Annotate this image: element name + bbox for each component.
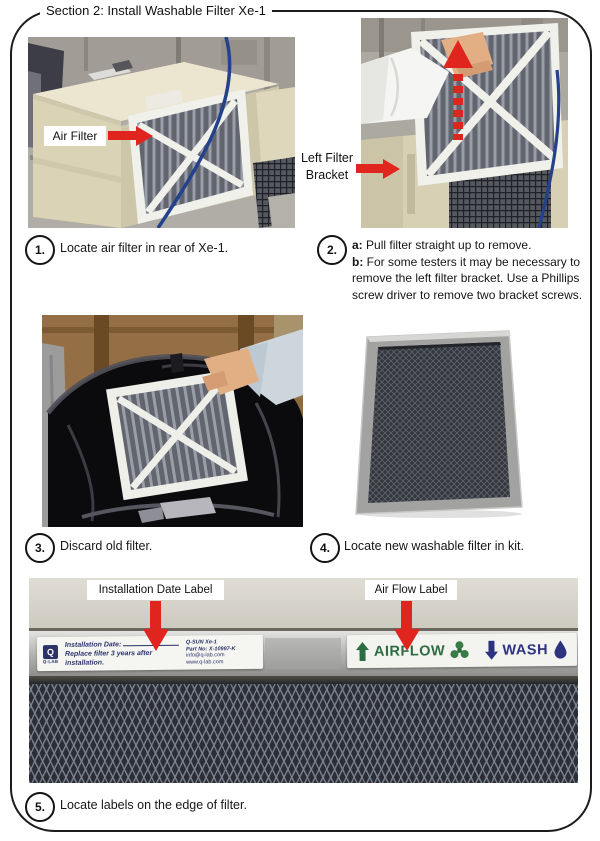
installation-date-callout: Installation Date Label (87, 580, 224, 600)
step-2-badge: 2. (317, 235, 347, 265)
photo-locate-filter (28, 37, 295, 228)
photo-pull-filter (361, 18, 568, 228)
water-drop-icon (554, 640, 567, 659)
new-filter-graphic (355, 330, 523, 515)
step-1-badge: 1. (25, 235, 55, 265)
step-4-badge: 4. (310, 533, 340, 563)
step-5-badge: 5. (25, 792, 55, 822)
airflow-up-arrow-icon (355, 642, 369, 662)
blue-cable (156, 37, 232, 228)
blue-cable (537, 69, 561, 228)
left-filter-bracket-arrow-icon (383, 159, 400, 179)
page-title: Section 2: Install Washable Filter Xe-1 (40, 2, 272, 19)
qlab-logo: Q Q-LAB (42, 644, 59, 664)
step-1-text: Locate air filter in rear of Xe-1. (60, 241, 229, 255)
page-border (10, 10, 592, 832)
part-number-text: Q-SUN Xe-1 Part No: X-10997-K info@q-lab… (185, 639, 236, 666)
left-filter-bracket-arrow-shaft (356, 164, 384, 173)
air-filter-arrow-shaft (108, 131, 137, 140)
airflow-wash-sticker: AIRFLOW WASH (346, 632, 578, 669)
filter-edge-seam (29, 628, 578, 631)
old-filter-graphic (106, 369, 248, 501)
step-3-badge: 3. (25, 533, 55, 563)
air-filter-callout: Air Filter (44, 126, 106, 146)
air-flow-arrow-shaft (401, 601, 412, 629)
step-4-text: Locate new washable filter in kit. (344, 539, 524, 553)
pull-up-arrow-icon (443, 40, 473, 140)
air-flow-arrow-icon (394, 629, 420, 651)
left-filter-bracket-callout: Left Filter Bracket (300, 151, 354, 182)
filter-mesh (29, 684, 578, 783)
installation-date-arrow-shaft (150, 601, 161, 629)
step-5-text: Locate labels on the edge of filter. (60, 798, 247, 812)
photo-new-filter (352, 328, 528, 518)
filter-edge-shadow (29, 676, 578, 684)
metal-strip-patch (265, 638, 341, 669)
air-flow-callout: Air Flow Label (365, 580, 457, 600)
arm-and-hand (202, 329, 303, 405)
step-2-text: a: Pull filter straight up to remove. b:… (352, 238, 583, 302)
photo-discard-filter (42, 315, 303, 527)
installation-date-arrow-icon (143, 629, 169, 651)
step-3-text: Discard old filter. (60, 539, 153, 553)
air-filter-arrow-icon (136, 126, 153, 146)
fan-icon (450, 641, 469, 659)
wash-label: WASH (502, 641, 549, 659)
arm-and-hand (361, 32, 493, 124)
wash-down-arrow-icon (484, 640, 498, 660)
photo-filter-edge: Q Q-LAB Installation Date: Replace filte… (29, 578, 578, 783)
